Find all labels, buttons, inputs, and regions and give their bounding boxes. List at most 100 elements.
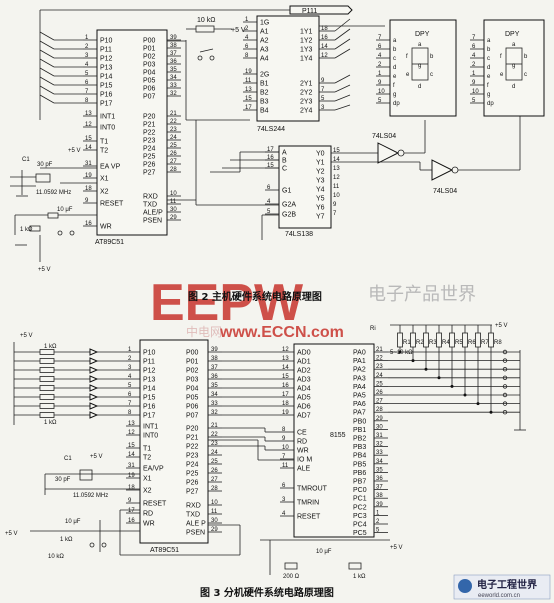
fig2-ls244-pin-label: B1 xyxy=(260,81,269,88)
fig3-ladder-label: R3 xyxy=(429,340,437,346)
fig2-ls138-pin-number: 7 xyxy=(333,211,337,217)
fig3-8155-pin-number: 19 xyxy=(282,410,289,416)
fig2-ls244-pin-number: 11 xyxy=(245,78,252,84)
fig2-ls244-pin-label: B3 xyxy=(260,99,269,106)
fig3-ladder-label: R8 xyxy=(494,340,502,346)
fig2-ls138-pin-number: 17 xyxy=(267,147,274,153)
fig2-input-lines xyxy=(39,31,83,104)
fig2-ls138-pin-label: G2B xyxy=(282,212,296,219)
fig3-ladder-resistor xyxy=(462,332,468,348)
fig3-mcu-pin-number: 14 xyxy=(128,452,135,458)
fig2-mcu-pin-label: P16 xyxy=(100,92,113,99)
fig3-8155-pin-number: 21 xyxy=(376,347,383,353)
fig2-display-2-seg-number: 7 xyxy=(472,35,476,41)
fig2-mcu-pin-number: 28 xyxy=(170,167,177,173)
fig2-ls244-pin-number: 1 xyxy=(245,17,249,23)
fig3-mcu-pin-label: P02 xyxy=(186,368,199,375)
fig3-8155-pin-label: PB7 xyxy=(353,479,366,486)
fig3-junction-dot xyxy=(411,359,415,363)
fig2-display-1-seg-d: d xyxy=(418,84,421,90)
fig3-mcu-pin-number: 13 xyxy=(128,421,135,427)
fig2-ls244-pin-number: 12 xyxy=(321,53,328,59)
fig3-led-icon xyxy=(89,357,99,365)
fig3-mcu-pin-label: P07 xyxy=(186,413,199,420)
fig3-8155-pin-number: 4 xyxy=(282,511,286,517)
fig3-8155-box xyxy=(293,343,375,538)
fig2-ls244-pin-number: 15 xyxy=(245,96,252,102)
watermark-band: EEPW www.ECCN.com 电子产品世界 中电网 xyxy=(150,274,476,341)
fig3-mcu-pin-label: P04 xyxy=(186,386,199,393)
fig2-p111-flag xyxy=(289,5,353,15)
fig2-display-2-seg-label: d xyxy=(487,65,490,71)
fig2-ls244-pin-label: B2 xyxy=(260,90,269,97)
fig3-8155-pin-number: 11 xyxy=(282,463,289,469)
fig2-mcu-pin-number: 11 xyxy=(170,199,177,205)
fig3-8155-pin-number: 22 xyxy=(376,356,383,362)
fig3-ladder-label: R5 xyxy=(455,340,463,346)
fig3-mcu-pin-label: P11 xyxy=(143,359,155,366)
fig3-mcu-pin-label: P24 xyxy=(186,462,199,469)
fig2-mcu-pin-number: 14 xyxy=(85,145,92,151)
fig3-8155-pin-label: PA4 xyxy=(353,384,366,391)
fig2-mcu-pin-number: 27 xyxy=(170,159,177,165)
fig2-ls244-pin-label: 1Y1 xyxy=(300,29,313,36)
fig3-mcu-pin-label: P14 xyxy=(143,386,156,393)
fig2-ls138-pin-label: Y7 xyxy=(316,214,325,221)
fig2-mcu-pin-label: P11 xyxy=(100,47,112,54)
fig2-mcu-pin-number: 35 xyxy=(170,67,177,73)
fig3-mcu-pin-number: 8 xyxy=(128,410,132,416)
fig3-8155-pin-number: 29 xyxy=(376,416,383,422)
fig3-8155-pin-number: 13 xyxy=(282,356,289,362)
fig2-display-2-seg-b: b xyxy=(524,54,528,60)
fig3-mcu-pin-label: P26 xyxy=(186,480,199,487)
fig3-8155-pin-number: 9 xyxy=(282,436,286,442)
fig2-ls138-pin-label: Y0 xyxy=(316,151,325,158)
fig3-ladder-label: R7 xyxy=(481,340,489,346)
fig3-switch-icon xyxy=(502,384,508,389)
fig3-8155-pin-label: PA7 xyxy=(353,410,366,417)
fig2-ls138-pin-label: Y2 xyxy=(316,169,325,176)
fig3-8155-pin-label: PB2 xyxy=(353,436,366,443)
fig3-mcu-pin-number: 28 xyxy=(211,486,218,492)
fig3-8155-pin-number: 30 xyxy=(376,424,383,430)
fig3-8155-pin-number: 37 xyxy=(376,485,383,491)
fig3-ladder-resistor xyxy=(475,332,481,348)
fig3-8155-pin-label: PC5 xyxy=(353,530,367,537)
fig3-mcu-pin-number: 24 xyxy=(211,450,218,456)
fig2-ls138-pin-number: 5 xyxy=(267,209,271,215)
fig3-r10k: 10 kΩ xyxy=(48,554,64,560)
fig3-8155-pin-number: 3 xyxy=(282,497,286,503)
fig2-ls244-pin-number: 7 xyxy=(321,87,325,93)
fig3-8155-pin-label: TMROUT xyxy=(297,486,328,493)
fig3-mcu-pin-label: P15 xyxy=(143,395,156,402)
fig3-mcu-pin-label: P13 xyxy=(143,377,156,384)
fig2-inverter-1 xyxy=(377,142,400,164)
fig3-junction-dot xyxy=(463,393,467,397)
fig3-8155-pin-label: PA1 xyxy=(353,358,366,365)
fig3-8155-pin-number: 5 xyxy=(376,528,380,534)
fig3-mcu-pin-label: WR xyxy=(143,521,155,528)
fig2-mcu-pin-label: P14 xyxy=(100,74,113,81)
fig3-input-resistor xyxy=(39,358,55,364)
fig2-p111: P111 xyxy=(302,8,317,15)
fig3-mcu-pin-number: 16 xyxy=(128,518,135,524)
fig3-switch-icon xyxy=(502,367,508,372)
fig3-8155-pin-label: CE xyxy=(297,430,307,437)
fig3-mcu-pin-label: PSEN xyxy=(186,530,205,537)
fig3-mcu-pin-number: 18 xyxy=(128,485,135,491)
fig3-8155-pin-number: 14 xyxy=(282,365,289,371)
fig2-dpy-1: DPY xyxy=(415,31,430,38)
fig2-ls138-pin-label: Y6 xyxy=(316,205,325,212)
fig2-ls138-pin-number: 4 xyxy=(267,199,271,205)
fig2-mcu-pin-label: P20 xyxy=(143,114,156,121)
fig3-ladder-label: R6 xyxy=(468,340,476,346)
fig3-8155-pin-number: 17 xyxy=(282,392,289,398)
fig3-8155-pin-label: RD xyxy=(297,439,307,446)
fig2-display-2-seg-number: 1 xyxy=(472,71,476,77)
fig2-display-2-seg-number: 9 xyxy=(472,80,476,86)
fig3-switch-icon xyxy=(502,349,508,355)
fig2-ls138-pin-label: A xyxy=(282,150,287,157)
fig3-mcu-pin-number: 30 xyxy=(211,518,218,524)
figure-2: P101P112P123P134P145P156P167P178INT113IN… xyxy=(10,5,545,273)
fig2-ls138-pin-label: G1 xyxy=(282,188,291,195)
